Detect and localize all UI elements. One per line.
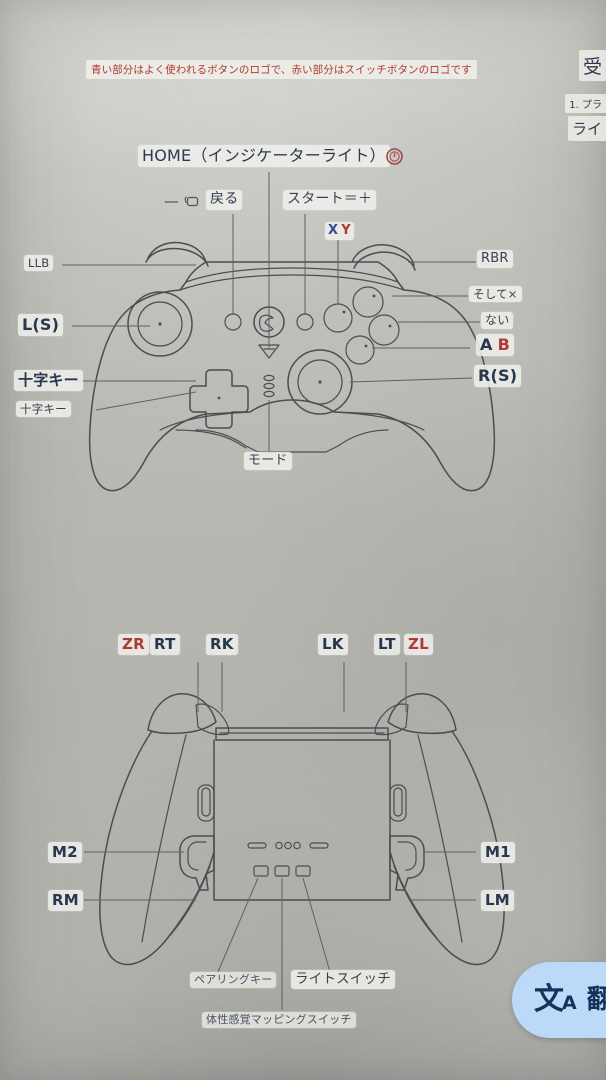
label-rk: RK bbox=[206, 634, 238, 655]
label-somatosensory-mapping-switch: 体性感覚マッピングスイッチ bbox=[202, 1012, 356, 1028]
label-rt: RT bbox=[150, 634, 180, 655]
label-soshite-x: そして× bbox=[469, 286, 522, 303]
label-llb: LLB bbox=[24, 255, 54, 272]
home-indicator-label: HOME（インジケーターライト） bbox=[138, 145, 390, 167]
label-mode: モード bbox=[244, 452, 292, 471]
label-dpad-2: 十字キー bbox=[16, 401, 71, 418]
label-dpad-1: 十字キー bbox=[14, 370, 83, 391]
label-rm: RM bbox=[48, 890, 83, 911]
label-pairing-key: ペアリングキー bbox=[190, 972, 277, 988]
a-button-label: A bbox=[480, 335, 493, 354]
edge-text-1: 受 bbox=[578, 50, 606, 81]
label-lt: LT bbox=[374, 634, 400, 655]
x-button-label: X bbox=[328, 223, 339, 238]
label-lk: LK bbox=[318, 634, 348, 655]
b-button-label: B bbox=[497, 335, 510, 354]
legend-banner: 青い部分はよく使われるボタンのロゴで、赤い部分はスイッチボタンのロゴです bbox=[86, 60, 477, 79]
back-button-label: 戻る bbox=[206, 190, 243, 210]
power-icon bbox=[386, 148, 403, 165]
label-left-stick: L(S) bbox=[18, 314, 64, 336]
translate-icon-glyph: 文 bbox=[534, 982, 564, 1017]
start-button-label: スタート＝＋ bbox=[283, 190, 377, 210]
translate-button-label: 翻 bbox=[586, 985, 606, 1015]
label-nai: ない bbox=[481, 312, 514, 329]
label-m2: M2 bbox=[48, 842, 82, 863]
label-light-switch: ライトスイッチ bbox=[291, 970, 395, 989]
window-copy-icon bbox=[184, 193, 200, 207]
edge-text-2: 1. プラ bbox=[565, 94, 606, 113]
translate-icon-sub: A bbox=[562, 992, 577, 1014]
label-zl: ZL bbox=[404, 634, 433, 655]
label-lm: LM bbox=[481, 890, 514, 911]
label-m1: M1 bbox=[481, 842, 515, 863]
label-rbr: RBR bbox=[477, 250, 513, 269]
edge-text-3: ライ bbox=[567, 116, 606, 141]
minus-icon: — bbox=[164, 192, 179, 210]
y-button-label: Y bbox=[341, 223, 351, 238]
label-zr: ZR bbox=[118, 634, 149, 655]
label-right-stick: R(S) bbox=[474, 365, 522, 387]
